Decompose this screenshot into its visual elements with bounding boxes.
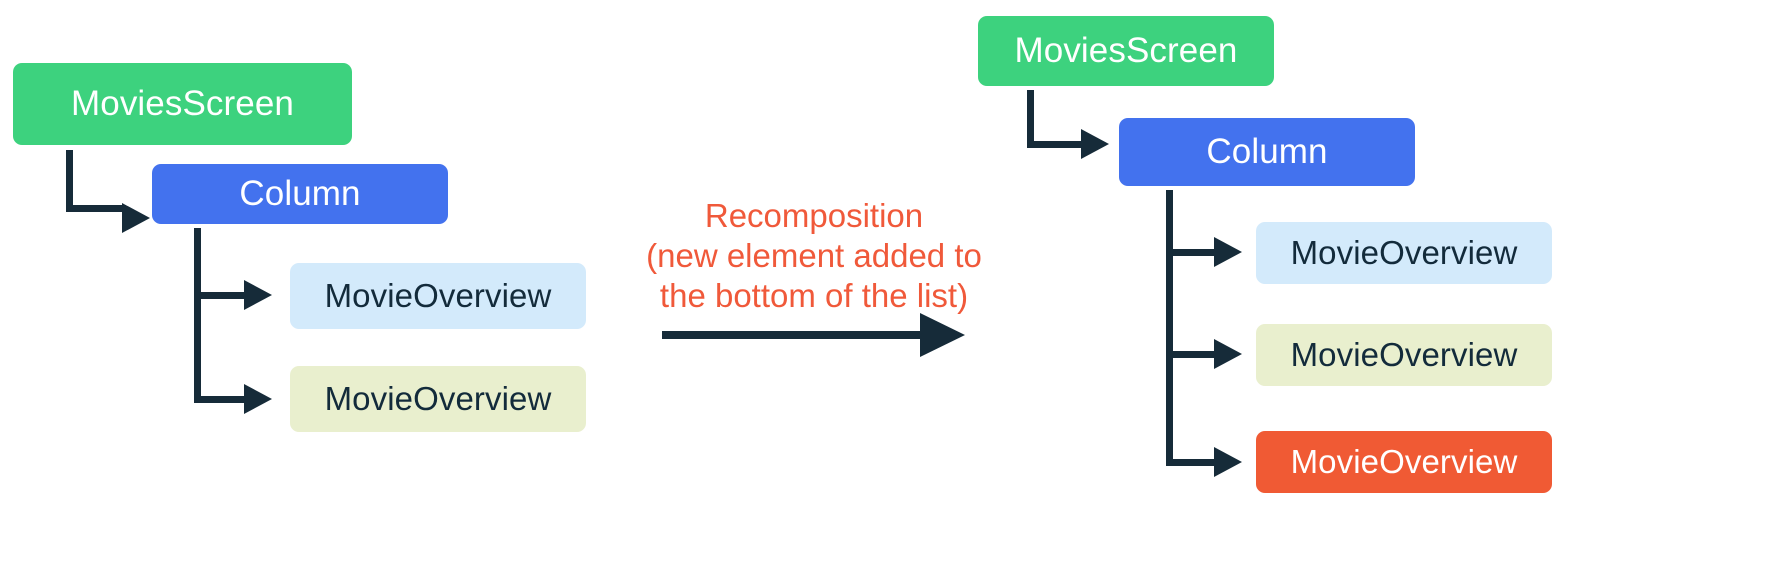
after-edge-column-trunk [1166,190,1173,466]
before-edge-child2-horizontal [194,396,248,403]
after-edge-child3-horizontal [1166,459,1218,466]
after-node-movie-overview-3-new[interactable]: MovieOverview [1256,431,1552,493]
before-node-movie-overview-1[interactable]: MovieOverview [290,263,586,329]
after-edge-child1-horizontal [1166,249,1218,256]
transition-caption-line-2: (new element added to [646,237,982,274]
after-edge-child1-arrowhead-icon [1214,237,1242,267]
after-node-movie-overview-1-label: MovieOverview [1290,234,1518,271]
before-node-column-label: Column [239,174,361,213]
after-node-column[interactable]: Column [1119,118,1415,186]
after-edge-root-column-vertical [1027,90,1034,148]
after-edge-root-column-arrowhead-icon [1081,129,1109,159]
after-node-movie-overview-1[interactable]: MovieOverview [1256,222,1552,284]
before-edge-child1-horizontal [194,292,248,299]
before-node-movie-overview-1-label: MovieOverview [324,277,552,314]
after-node-movie-overview-2[interactable]: MovieOverview [1256,324,1552,386]
before-node-column[interactable]: Column [152,164,448,224]
before-edge-root-column-vertical [66,150,73,212]
transition-arrow-shaft [662,331,924,339]
before-node-movies-screen-label: MoviesScreen [71,84,294,123]
transition-arrow-arrowhead-icon [920,313,965,357]
before-edge-child2-arrowhead-icon [244,384,272,414]
after-edge-child2-horizontal [1166,351,1218,358]
after-node-movies-screen[interactable]: MoviesScreen [978,16,1274,86]
after-edge-child3-arrowhead-icon [1214,447,1242,477]
transition-caption-line-3: the bottom of the list) [659,277,969,314]
after-edge-child2-arrowhead-icon [1214,339,1242,369]
after-edge-root-column-horizontal [1027,141,1085,148]
after-node-movies-screen-label: MoviesScreen [1014,31,1238,70]
before-edge-column-trunk [194,228,201,403]
after-node-movie-overview-2-label: MovieOverview [1290,336,1518,373]
before-edge-root-column-horizontal [66,205,126,212]
before-edge-child1-arrowhead-icon [244,280,272,310]
before-edge-root-column-arrowhead-icon [122,203,150,233]
before-node-movie-overview-2[interactable]: MovieOverview [290,366,586,432]
before-node-movie-overview-2-label: MovieOverview [324,380,552,417]
after-node-movie-overview-3-label: MovieOverview [1290,443,1518,480]
before-node-movies-screen[interactable]: MoviesScreen [13,63,352,145]
transition-caption-line-1: Recomposition [704,197,924,234]
after-node-column-label: Column [1206,132,1328,171]
